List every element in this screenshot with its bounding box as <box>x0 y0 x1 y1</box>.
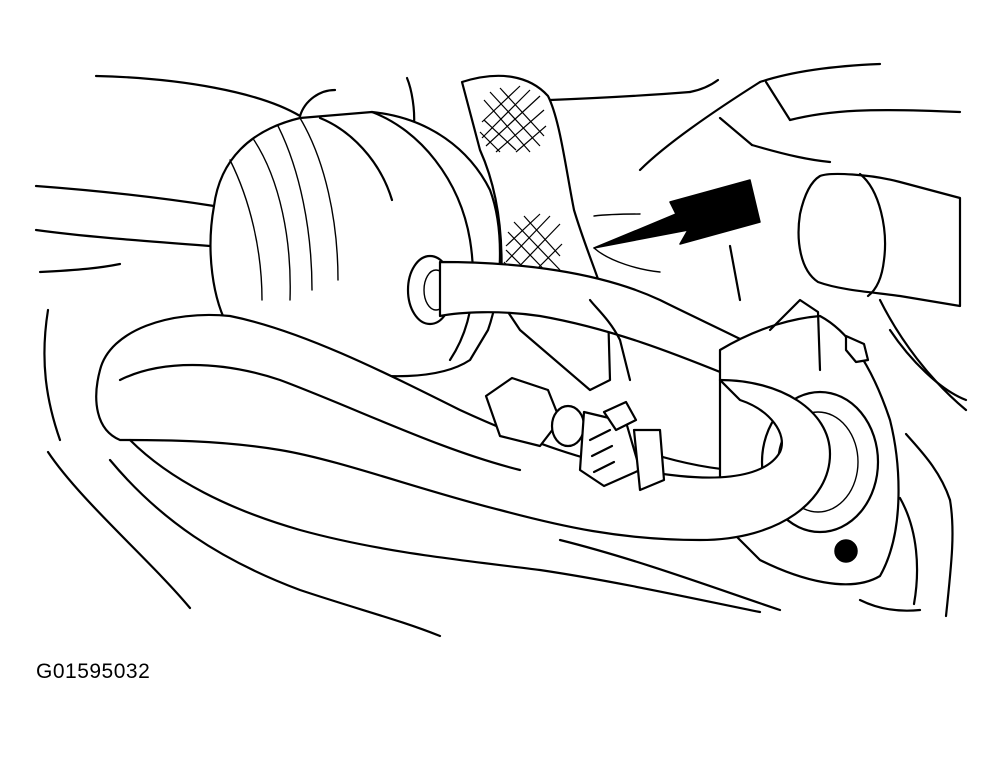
right-pipe <box>797 172 962 308</box>
bolt-head-lower <box>834 539 858 563</box>
bolt-head-upper <box>844 334 870 364</box>
frame-rail <box>43 308 922 638</box>
sensor-connector <box>484 298 666 492</box>
arrow-icon <box>593 179 761 273</box>
figure-code: G01595032 <box>36 660 151 683</box>
background-panel-lines <box>34 62 968 618</box>
hatch-upper <box>479 85 547 153</box>
